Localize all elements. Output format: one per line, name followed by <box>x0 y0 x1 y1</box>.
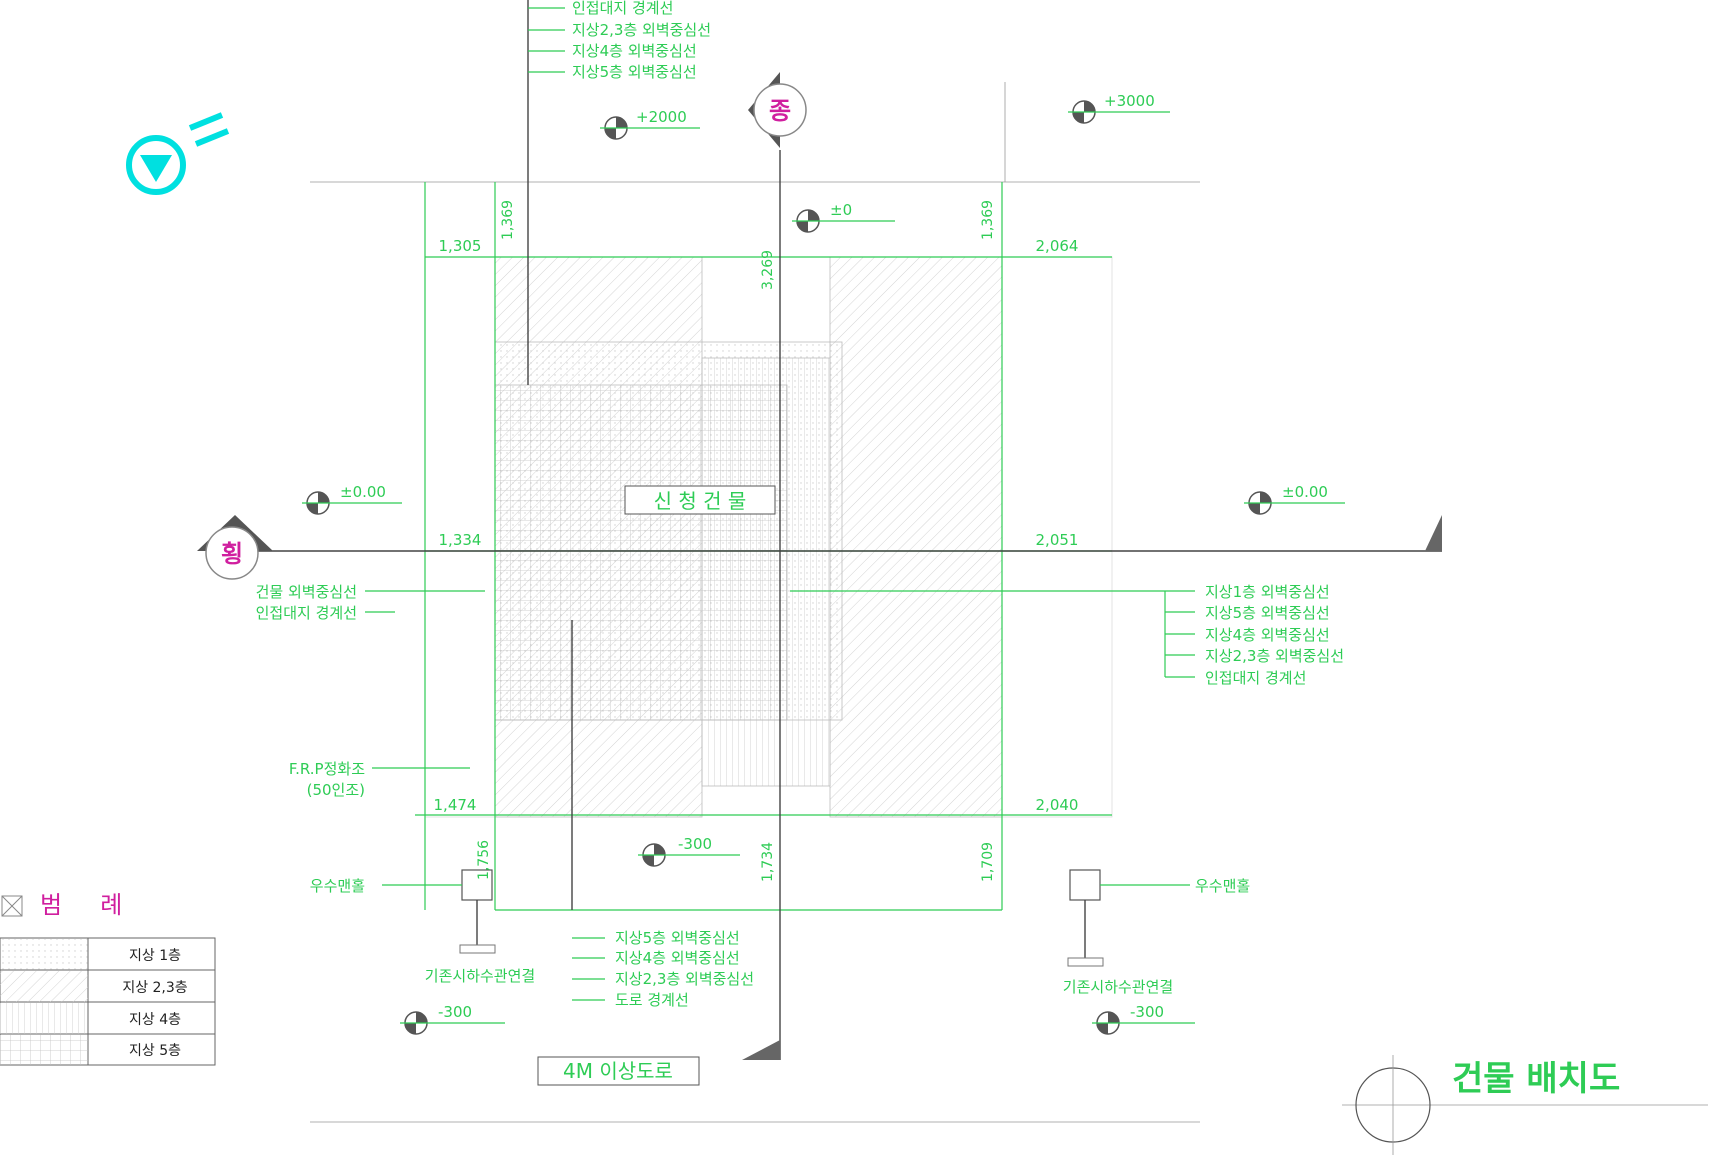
level-mark-bottom-center: -300 <box>638 835 740 867</box>
site-reference-lines <box>310 82 1708 1123</box>
right-callout-3: 지상4층 외벽중심선 <box>1205 626 1330 644</box>
svg-text:-300: -300 <box>1130 1003 1164 1021</box>
top-callout-2: 지상2,3층 외벽중심선 <box>572 21 711 39</box>
building-footprints <box>424 256 1113 818</box>
legend-label-3: 지상 4층 <box>129 1012 181 1028</box>
svg-text:-300: -300 <box>438 1003 472 1021</box>
legend-swatch-3 <box>0 1003 88 1034</box>
septic-label-line2: (50인조) <box>307 781 365 799</box>
top-callouts: 인접대지 경계선 지상2,3층 외벽중심선 지상4층 외벽중심선 지상5층 외벽… <box>528 0 711 81</box>
legend-label-4: 지상 5층 <box>129 1043 181 1059</box>
bottom-callout-2: 지상4층 외벽중심선 <box>615 949 740 967</box>
left-callouts: 건물 외벽중심선 인접대지 경계선 <box>256 583 485 622</box>
right-callout-5: 인접대지 경계선 <box>1205 669 1306 687</box>
floor-5-footprint <box>494 384 788 721</box>
level-mark-left: ±0.00 <box>302 483 402 515</box>
top-callout-3: 지상4층 외벽중심선 <box>572 42 697 60</box>
legend-label-1: 지상 1층 <box>129 948 181 964</box>
dim-v-bot-left: 1,756 <box>476 840 492 880</box>
floor-2-3-right-block <box>829 256 1003 818</box>
rain-manhole-right-icon <box>1069 869 1101 901</box>
level-mark-right: ±0.00 <box>1244 483 1345 515</box>
top-callout-4: 지상5층 외벽중심선 <box>572 63 697 81</box>
level-mark-top-right: +3000 <box>1068 92 1170 124</box>
dim-v-bot-center: 1,734 <box>760 842 776 882</box>
svg-text:+2000: +2000 <box>636 108 687 126</box>
dim-v-top-right: 1,369 <box>980 200 996 240</box>
right-callouts: 지상1층 외벽중심선 지상5층 외벽중심선 지상4층 외벽중심선 지상2,3층 … <box>790 583 1344 687</box>
dim-bot-right: 2,040 <box>1036 796 1079 814</box>
drawing-title-block: 건물 배치도 <box>1355 1055 1620 1155</box>
dim-v-top-left: 1,369 <box>500 200 516 240</box>
septic-label-line1: F.R.P정화조 <box>289 760 365 778</box>
north-arrow-icon <box>126 112 230 195</box>
septic-tank-callout: F.R.P정화조 (50인조) <box>289 760 470 799</box>
sewer-label-right: 기존시하수관연결 <box>1063 978 1173 996</box>
dim-v-bot-right: 1,709 <box>980 842 996 882</box>
dim-mid-left: 1,334 <box>439 531 482 549</box>
bottom-callouts: 지상5층 외벽중심선 지상4층 외벽중심선 지상2,3층 외벽중심선 도로 경계… <box>572 929 754 1009</box>
legend-label-2: 지상 2,3층 <box>122 980 187 996</box>
level-mark-center: ±0 <box>792 201 895 233</box>
left-callout-2: 인접대지 경계선 <box>256 604 357 622</box>
dim-top-left: 1,305 <box>439 237 482 255</box>
svg-text:+3000: +3000 <box>1104 92 1155 110</box>
right-callout-4: 지상2,3층 외벽중심선 <box>1205 647 1344 665</box>
legend-swatch-1 <box>0 939 88 970</box>
svg-text:±0: ±0 <box>830 201 852 219</box>
transverse-axis-label: 횡 <box>221 540 243 568</box>
road-label: 4M 이상도로 <box>537 1056 700 1086</box>
bottom-callout-4: 도로 경계선 <box>615 991 689 1009</box>
sewer-pipe-left-icon <box>459 944 496 954</box>
legend-checkbox-icon <box>1 895 23 917</box>
building-label-text: 신 청 건 물 <box>654 489 747 513</box>
sewer-pipe-right-icon <box>1067 957 1104 967</box>
dimension-labels: 1,305 2,064 1,334 2,051 1,474 2,040 1,36… <box>434 200 1079 882</box>
sewer-label-left: 기존시하수관연결 <box>425 967 535 985</box>
legend: 범 례 지상 1층 지상 2,3층 지상 4층 지상 5층 <box>0 891 216 1066</box>
building-label: 신 청 건 물 <box>624 485 776 515</box>
level-marks: +2000 +3000 ±0 ±0.00 ±0. <box>302 92 1345 1035</box>
svg-text:±0.00: ±0.00 <box>1282 483 1328 501</box>
building-axes <box>255 0 1442 1060</box>
right-callout-1: 지상1층 외벽중심선 <box>1205 583 1330 601</box>
left-callout-1: 건물 외벽중심선 <box>256 583 357 601</box>
rain-outlet-label-left: 우수맨홀 <box>310 877 365 895</box>
level-mark-top-left: +2000 <box>600 108 700 140</box>
rain-outlets: 우수맨홀 기존시하수관연결 우수맨홀 기존시하수관연결 <box>310 869 1250 996</box>
right-callout-2: 지상5층 외벽중심선 <box>1205 604 1330 622</box>
svg-text:±0.00: ±0.00 <box>340 483 386 501</box>
road-label-text: 4M 이상도로 <box>563 1059 673 1083</box>
level-mark-bottom-right: -300 <box>1092 1003 1195 1035</box>
svg-text:-300: -300 <box>678 835 712 853</box>
legend-title: 범 례 <box>40 891 122 919</box>
dim-mid-right: 2,051 <box>1036 531 1079 549</box>
legend-swatch-2 <box>0 971 88 1002</box>
axis-end-triangle-right <box>1425 515 1442 551</box>
legend-swatch-4 <box>0 1035 88 1065</box>
bottom-callout-1: 지상5층 외벽중심선 <box>615 929 740 947</box>
axis-end-triangle-bottom <box>742 1040 780 1060</box>
dim-top-right: 2,064 <box>1036 237 1079 255</box>
top-callout-1: 인접대지 경계선 <box>572 0 673 17</box>
bottom-callout-3: 지상2,3층 외벽중심선 <box>615 970 754 988</box>
drawing-title: 건물 배치도 <box>1452 1059 1620 1099</box>
longitudinal-axis-marker: 종 <box>748 72 807 148</box>
transverse-axis-marker: 횡 <box>197 515 273 580</box>
rain-outlet-label-right: 우수맨홀 <box>1195 877 1250 895</box>
dim-bot-left: 1,474 <box>434 796 477 814</box>
dim-v-center: 3,269 <box>760 250 776 290</box>
longitudinal-axis-label: 종 <box>769 97 791 125</box>
level-mark-bottom-left: -300 <box>400 1003 505 1035</box>
